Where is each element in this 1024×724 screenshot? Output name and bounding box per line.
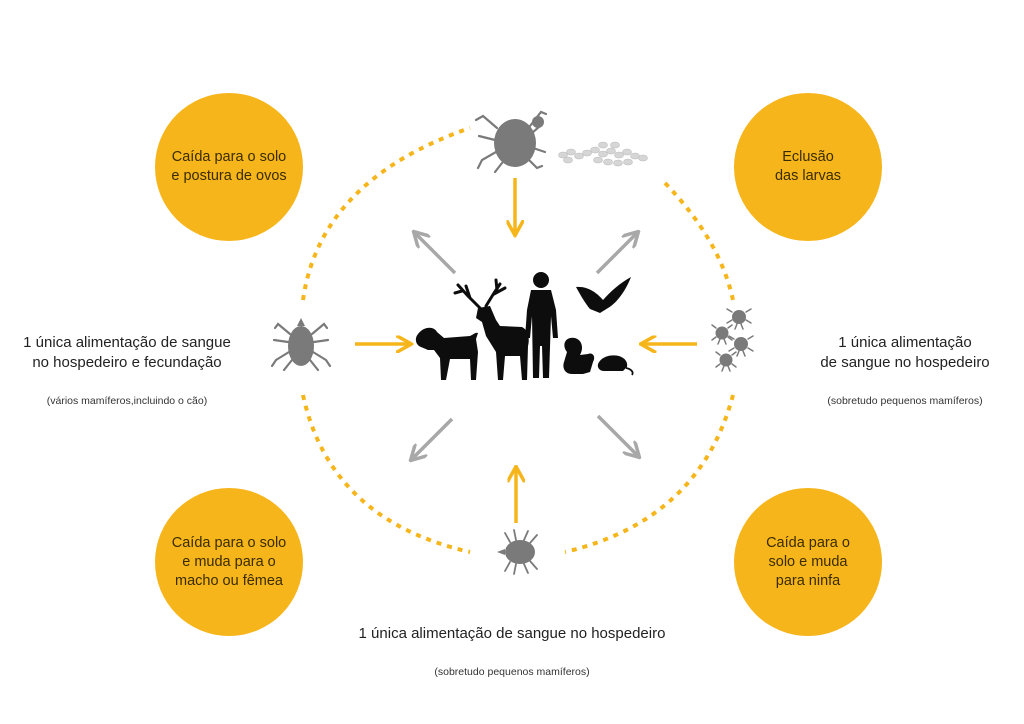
cycle-dashed-path xyxy=(301,126,735,554)
label-left: 1 única alimentação de sangue no hospede… xyxy=(22,315,232,427)
label-left-main: 1 única alimentação de sangue no hospede… xyxy=(23,334,231,371)
bubble-bottom-right-bg xyxy=(734,488,882,636)
stag-silhouette xyxy=(453,278,529,380)
label-right-sub: (sobretudo pequenos mamíferos) xyxy=(827,395,983,407)
bubble-top-right-text: Eclusão das larvas xyxy=(774,149,842,184)
larvae-group-icon xyxy=(711,308,754,372)
human-silhouette xyxy=(525,272,558,378)
bubble-bottom-right: Caída para o solo e muda para ninfa xyxy=(734,488,882,636)
label-bottom: 1 única alimentação de sangue no hospede… xyxy=(352,606,672,698)
dashed-arc-bottom-right xyxy=(564,394,735,554)
bubble-top-right-bg xyxy=(734,93,882,241)
dashed-arc-bottom-left xyxy=(301,394,471,554)
host-animals-icon xyxy=(415,272,634,380)
label-left-sub: (vários mamíferos,incluindo o cão) xyxy=(46,395,208,407)
dashed-arc-top-right xyxy=(663,181,735,301)
stage-bubble-backgrounds xyxy=(155,93,882,636)
dog-silhouette xyxy=(415,327,478,380)
label-bottom-main: 1 única alimentação de sangue no hospede… xyxy=(358,625,666,642)
egg-mass-icon xyxy=(558,141,648,167)
adult-tick-icon xyxy=(270,318,332,372)
bubble-bottom-left-text: Caída para o solo e muda para o macho ou… xyxy=(171,534,287,589)
bubble-top-left-bg xyxy=(155,93,303,241)
mouse-silhouette xyxy=(597,355,634,376)
arrow-out-bottom-right xyxy=(596,414,637,455)
bird-silhouette xyxy=(576,277,631,313)
bubble-bottom-left-bg xyxy=(155,488,303,636)
arrow-out-top-right xyxy=(595,234,636,275)
bubble-top-right: Eclusão das larvas xyxy=(734,93,882,241)
dashed-arc-top-left xyxy=(301,126,471,301)
inward-arrows xyxy=(355,178,697,523)
engorged-female-tick-icon xyxy=(474,110,548,174)
outward-arrows xyxy=(413,234,637,458)
bubble-top-left-text: Caída para o solo e postura de ovos xyxy=(171,149,287,184)
label-right-main: 1 única alimentação de sangue no hospede… xyxy=(820,334,990,371)
bubble-bottom-right-text: Caída para o solo e muda para ninfa xyxy=(766,534,850,589)
squirrel-silhouette xyxy=(563,337,595,374)
nymph-tick-icon xyxy=(497,529,538,575)
bubble-bottom-left: Caída para o solo e muda para o macho ou… xyxy=(155,488,303,636)
arrow-out-bottom-left xyxy=(413,417,454,458)
label-bottom-sub: (sobretudo pequenos mamíferos) xyxy=(434,666,590,678)
arrow-out-top-left xyxy=(416,234,457,275)
label-right: 1 única alimentação de sangue no hospede… xyxy=(810,315,1000,427)
bubble-top-left: Caída para o solo e postura de ovos xyxy=(155,93,303,241)
